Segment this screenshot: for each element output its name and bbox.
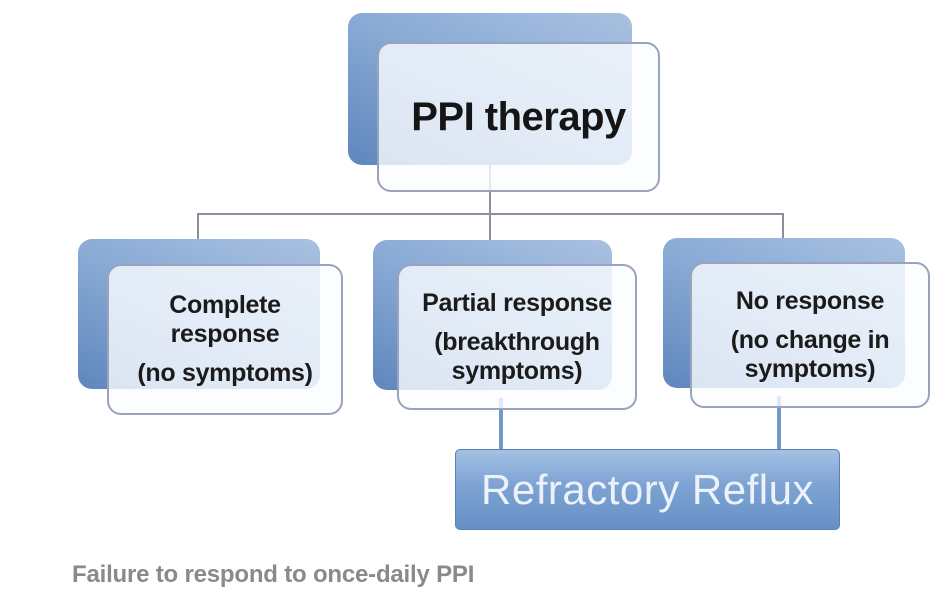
outcome-node-refractory-reflux: Refractory Reflux: [455, 449, 840, 530]
child-node-noresponse-subtitle: (no change in symptoms): [730, 325, 890, 383]
child-node-complete: Complete response (no symptoms): [107, 264, 343, 415]
connector-drop-right: [782, 213, 784, 240]
child-node-complete-title: Complete response: [169, 291, 281, 348]
child-node-partial-title: Partial response: [422, 288, 612, 317]
child-node-complete-subtitle: (no symptoms): [137, 359, 313, 387]
connector-drop-middle: [489, 213, 491, 242]
root-node-label: PPI therapy: [411, 94, 626, 139]
child-node-noresponse: No response (no change in symptoms): [690, 262, 930, 408]
connector-noresponse-to-refractory: [777, 396, 781, 451]
child-node-partial: Partial response (breakthrough symptoms): [397, 264, 637, 410]
connector-drop-left: [197, 213, 199, 241]
child-node-noresponse-title: No response: [735, 286, 885, 315]
outcome-node-label: Refractory Reflux: [481, 465, 814, 513]
root-node: PPI therapy: [377, 42, 660, 192]
figure-caption: Failure to respond to once-daily PPI: [72, 561, 475, 588]
connector-partial-to-refractory: [499, 398, 503, 451]
child-node-partial-subtitle: (breakthrough symptoms): [434, 327, 600, 385]
